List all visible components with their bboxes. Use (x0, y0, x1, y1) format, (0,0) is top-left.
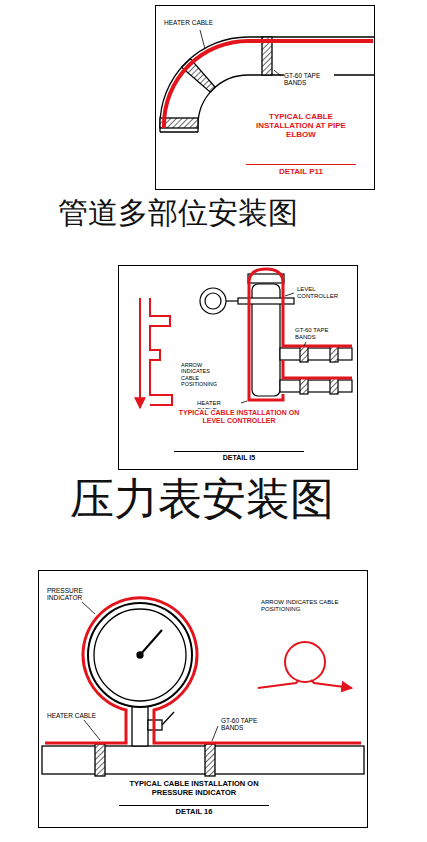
gauge-stem (132, 706, 148, 746)
heater-cable (45, 598, 361, 743)
detail-title: TYPICAL CABLE INSTALLATION ON PRESSURE I… (119, 780, 269, 797)
flange (238, 298, 294, 304)
part-label: HEATER CABLE (164, 19, 239, 26)
gauge-case (88, 603, 192, 707)
leader-line (274, 70, 281, 76)
part-label: GT-60 TAPE BANDS (295, 327, 343, 341)
leader-line (82, 602, 95, 614)
heater-cable (249, 269, 352, 400)
detail-title: TYPICAL CABLE INSTALLATION AT PIPE ELBOW (246, 112, 356, 140)
detail-number: DETAIL 16 (119, 805, 269, 817)
gauge-needle (140, 630, 162, 655)
tape-band (300, 346, 308, 362)
positioning-arrow (139, 298, 141, 408)
positioning-tail (258, 680, 299, 688)
cable-positioning-symbol (150, 298, 172, 405)
connector-pipe (226, 300, 238, 301)
figure-caption: 管道多部位安装图 (58, 196, 298, 229)
part-label: GT-60 TAPE BANDS (284, 72, 334, 87)
tape-band (330, 378, 338, 394)
tape-band (95, 744, 105, 776)
detail-title: TYPICAL CABLE INSTALLATION ON LEVEL CONT… (174, 409, 304, 425)
tape-band (205, 744, 215, 776)
controller-cap (248, 274, 284, 283)
part-label: ARROW INDICATES CABLE POSITIONING (261, 599, 339, 613)
part-label: LEVEL CONTROLLER (297, 286, 343, 300)
leader-line (285, 293, 294, 296)
leader-line (304, 342, 306, 346)
detail-number: DETAIL I5 (174, 451, 304, 462)
tape-band (330, 346, 338, 362)
leader-line (84, 720, 100, 740)
gauge-face (94, 609, 186, 701)
detail-panel: HEATER CABLE GT-60 TAPE BANDS TYPICAL CABL… (155, 5, 375, 190)
detail-number: DETAIL P11 (246, 164, 356, 176)
pipe-end (160, 131, 198, 132)
positioning-arrow (311, 680, 352, 688)
gauge-pivot (137, 652, 143, 658)
gauge (200, 288, 226, 314)
gauge-face (205, 293, 221, 309)
detail-panel: PRESSURE INDICATOR ARROW INDICATES CABLE … (38, 570, 368, 828)
leader-line (241, 401, 247, 403)
part-label: ARROW INDICATES CABLE POSITIONING (181, 362, 227, 387)
detail-panel: LEVEL CONTROLLER ARROW INDICATES CABLE PO… (118, 265, 358, 470)
nozzle-pipe (280, 348, 352, 360)
valve-handle (162, 712, 174, 725)
tape-band (300, 378, 308, 394)
figure-caption: 压力表安装图 (70, 476, 334, 524)
pipe (42, 746, 364, 774)
leader-line (212, 726, 218, 741)
cable-positioning-loop (285, 642, 325, 682)
part-label: HEATER CABLE (47, 712, 107, 719)
part-label: GT-60 TAPE BANDS (221, 717, 273, 732)
nozzle-pipe (280, 380, 352, 392)
tape-band (182, 59, 216, 93)
leader-line (200, 30, 205, 49)
part-label: PRESSURE INDICATOR (47, 587, 99, 602)
